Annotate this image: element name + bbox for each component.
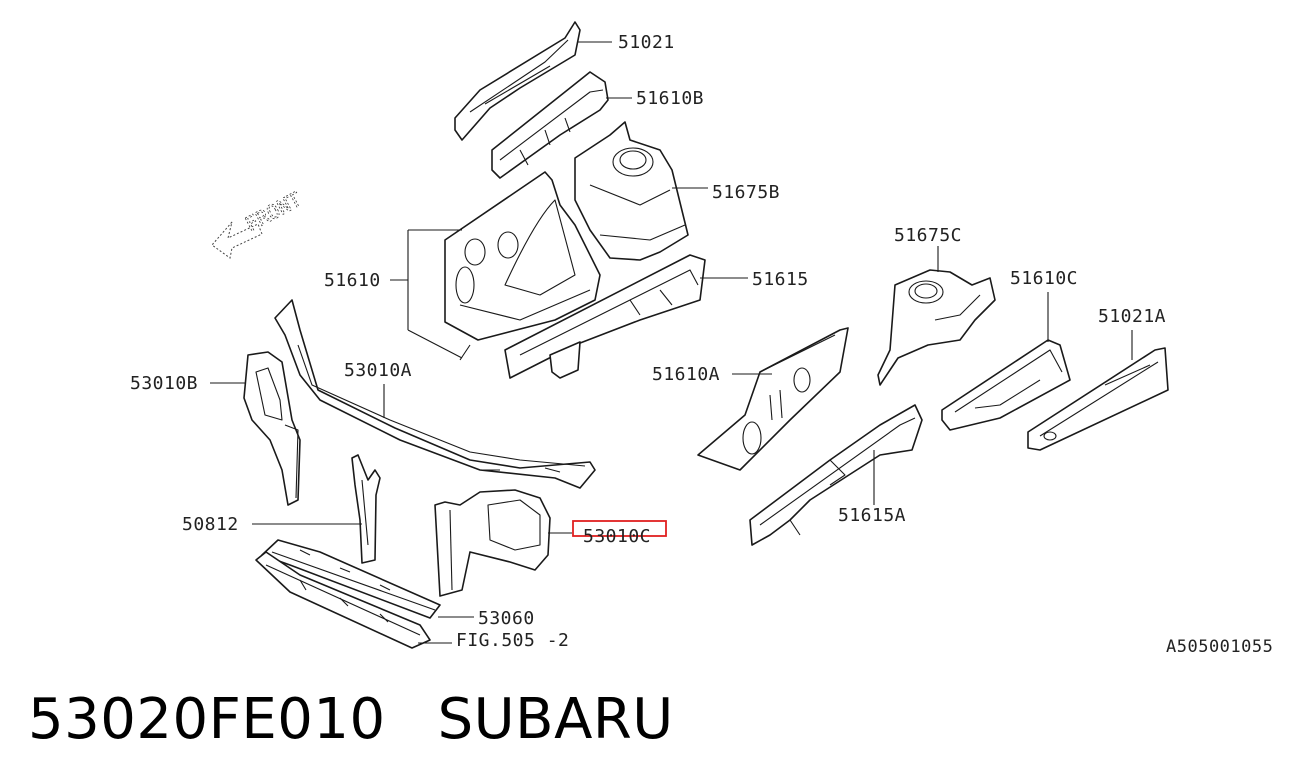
part-footer: 53020FE010 SUBARU [28, 684, 674, 754]
diagram-code: A505001055 [1166, 637, 1273, 657]
part-53010A[interactable] [274, 299, 596, 489]
label-50812[interactable]: 50812 [182, 514, 239, 535]
label-53010B[interactable]: 53010B [130, 373, 198, 394]
label-51021A[interactable]: 51021A [1098, 306, 1166, 327]
part-number: 53020FE010 [28, 686, 386, 752]
highlight-box [572, 520, 667, 537]
callout-labels: 51021 51610B 51675B 51610 51615 53010B 5… [130, 32, 1273, 657]
front-label: FRONT [241, 187, 305, 236]
part-51610B[interactable] [491, 71, 609, 179]
part-51610A[interactable] [697, 327, 849, 471]
part-53060[interactable] [261, 539, 441, 619]
part-51610[interactable] [444, 171, 601, 361]
part-51021A[interactable] [1027, 347, 1169, 451]
part-50812[interactable] [351, 454, 381, 564]
part-fig505[interactable] [255, 551, 431, 649]
front-arrow-icon: FRONT [211, 187, 306, 259]
label-fig505[interactable]: FIG.505 -2 [456, 630, 569, 651]
brand-name: SUBARU [437, 686, 674, 752]
label-51610[interactable]: 51610 [324, 270, 381, 291]
label-51610C[interactable]: 51610C [1010, 268, 1078, 289]
part-51675C[interactable] [877, 269, 996, 386]
label-53010A[interactable]: 53010A [344, 360, 412, 381]
label-51675B[interactable]: 51675B [712, 182, 780, 203]
parts-diagram: FRONT [130, 21, 1273, 657]
leader-lines [210, 41, 1133, 644]
label-51610A[interactable]: 51610A [652, 364, 720, 385]
part-51675B[interactable] [574, 121, 689, 261]
part-51615[interactable] [504, 254, 706, 379]
label-51615[interactable]: 51615 [752, 269, 809, 290]
label-51675C[interactable]: 51675C [894, 225, 962, 246]
part-51610C[interactable] [941, 339, 1071, 431]
label-53060[interactable]: 53060 [478, 608, 535, 629]
label-51021[interactable]: 51021 [618, 32, 675, 53]
label-51615A[interactable]: 51615A [838, 505, 906, 526]
part-53010B[interactable] [243, 351, 301, 506]
label-51610B[interactable]: 51610B [636, 88, 704, 109]
part-53010C[interactable] [434, 489, 551, 597]
label-53010C[interactable]: 53010C [583, 526, 651, 547]
part-51615A[interactable] [749, 404, 923, 546]
part-51021[interactable] [454, 21, 581, 141]
